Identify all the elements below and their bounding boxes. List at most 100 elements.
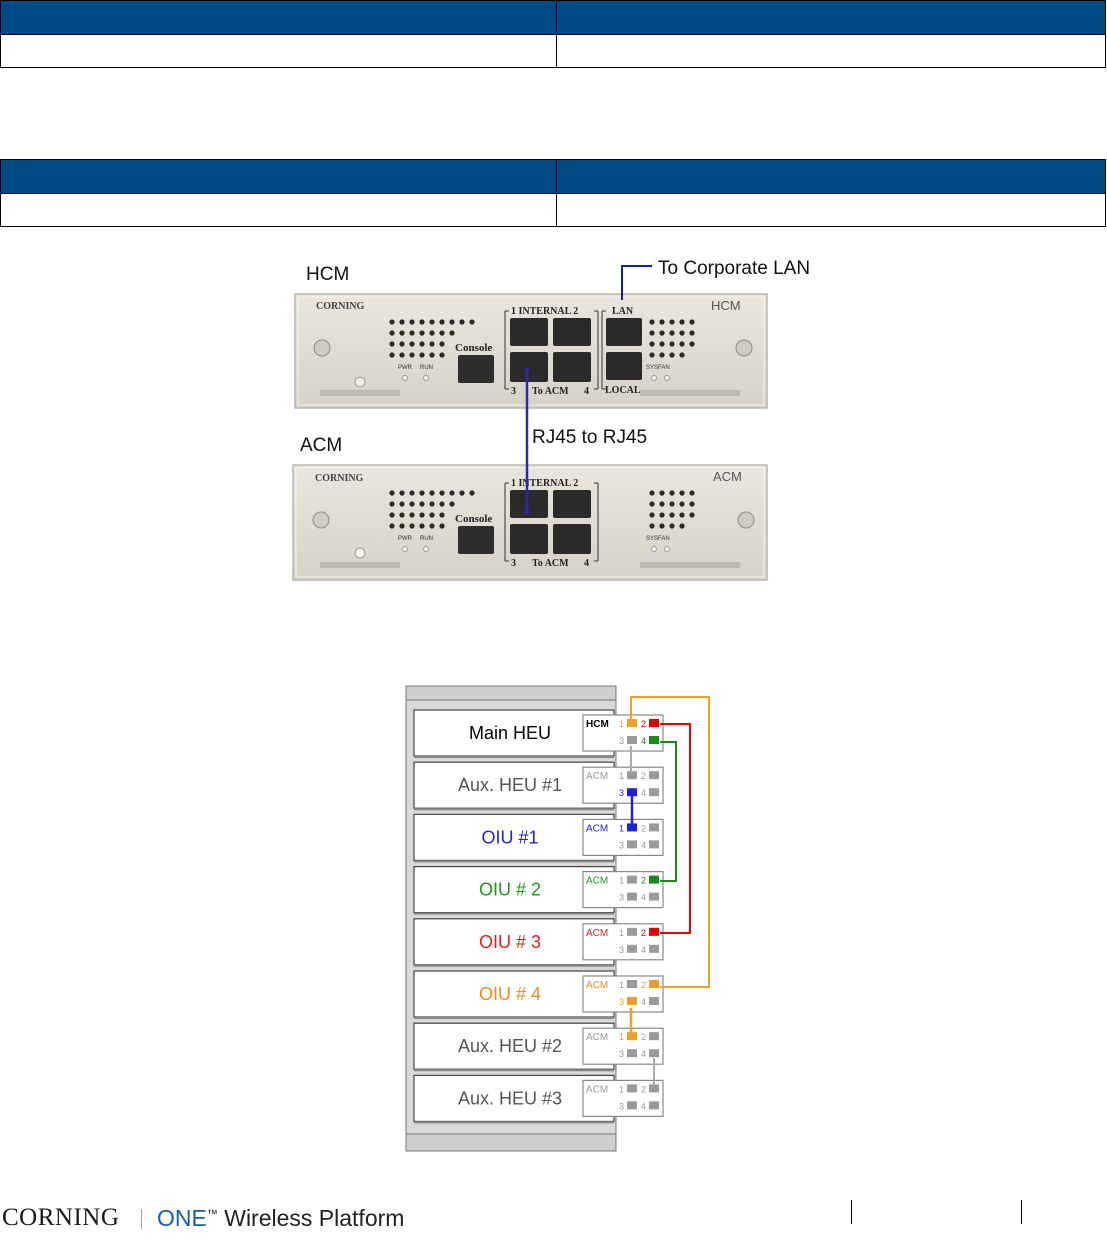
port-number-label: 2 (641, 876, 646, 886)
run-led-label: RUN (420, 536, 433, 542)
port-square (649, 1101, 659, 1110)
port-4-label: 4 (584, 558, 589, 569)
rack-top-rail (405, 685, 617, 701)
port-3-label: 3 (511, 386, 516, 397)
screw-icon (735, 339, 753, 357)
footer-divider (851, 1200, 852, 1224)
table-2-header-cell-2 (556, 159, 1106, 194)
port-square (649, 736, 659, 744)
port-square (649, 927, 659, 936)
to-acm-label: To ACM (532, 386, 569, 397)
port-square (649, 892, 659, 901)
rack-unit-name: Aux. HEU #2 (458, 1036, 562, 1056)
rj45-port (510, 524, 548, 554)
port-number-label: 2 (641, 771, 646, 781)
module-box (582, 870, 664, 909)
pwr-led-label: PWR (398, 365, 413, 371)
port-square (649, 1049, 659, 1058)
rack-unit-name: Aux. HEU #1 (458, 775, 562, 795)
corning-logo: CORNING (2, 1204, 120, 1231)
rack-unit-name: OIU # 4 (479, 984, 541, 1004)
rj45-port (553, 318, 591, 346)
port-number-label: 3 (619, 1049, 624, 1059)
footer-separator (141, 1209, 142, 1229)
table-1-cell-1 (0, 34, 557, 68)
led-icon (423, 546, 429, 552)
internal-label: 1 INTERNAL 2 (511, 306, 578, 317)
port-square (627, 892, 637, 901)
port-square (627, 997, 637, 1005)
vent-holes (389, 490, 475, 529)
port-number-label: 3 (619, 736, 624, 746)
port-square (649, 1084, 659, 1093)
port-number-label: 2 (641, 1084, 646, 1094)
acm-module-label: ACM (300, 435, 342, 456)
run-led-label: RUN (420, 365, 433, 371)
port-number-label: 3 (619, 840, 624, 850)
port-square (627, 840, 637, 849)
console-label: Console (455, 513, 492, 525)
table-2-header-row (0, 159, 1106, 194)
sysfan-label: SYSFAN (646, 365, 670, 371)
acm-badge-text: ACM (713, 469, 742, 484)
hcm-module-label: HCM (306, 264, 349, 285)
port-4-label: 4 (584, 386, 589, 397)
module-type-label: ACM (586, 823, 608, 834)
hcm-acm-connection-figure: HCM ACM To Corporate LAN RJ45 to RJ45 CO… (292, 258, 810, 581)
port-square (627, 1084, 637, 1093)
product-rest: Wireless Platform (217, 1205, 405, 1231)
port-3-label: 3 (511, 558, 516, 569)
rj45-port (510, 490, 548, 518)
port-square (627, 927, 637, 936)
cable-line (660, 723, 691, 934)
table-1-header-cell-1 (0, 0, 557, 35)
screw-icon (313, 339, 331, 357)
port-square (627, 1049, 637, 1058)
port-square (649, 875, 659, 884)
module-type-label: ACM (586, 1032, 608, 1043)
port-number-label: 1 (619, 1032, 624, 1042)
port-number-label: 1 (619, 771, 624, 781)
port-number-label: 1 (619, 928, 624, 938)
to-acm-label: To ACM (532, 558, 569, 569)
vent-holes (649, 319, 695, 358)
vent-holes (389, 319, 475, 358)
module-type-label: ACM (586, 1084, 608, 1095)
port-number-label: 1 (619, 719, 624, 729)
product-name: ONE™ Wireless Platform (157, 1205, 404, 1232)
led-icon (664, 546, 670, 552)
rack-unit-name: OIU #1 (481, 827, 538, 847)
port-number-label: 3 (619, 945, 624, 955)
rack-unit-box (413, 1074, 615, 1123)
port-number-label: 4 (641, 840, 646, 850)
rack-unit-box (413, 865, 615, 914)
port-number-label: 4 (641, 1101, 646, 1111)
console-port (458, 355, 494, 383)
port-square (649, 788, 659, 797)
led-icon (664, 375, 670, 381)
port-square (649, 997, 659, 1005)
console-label: Console (455, 342, 492, 354)
vent-holes (649, 490, 695, 529)
rj45-port (553, 352, 591, 382)
module-type-label: HCM (586, 719, 609, 730)
port-number-label: 2 (641, 980, 646, 990)
port-number-label: 3 (619, 893, 624, 903)
port-number-label: 1 (619, 1084, 624, 1094)
led-icon (402, 375, 408, 381)
table-2-cell-2 (556, 193, 1106, 227)
module-type-label: ACM (586, 980, 608, 991)
port-square (627, 1032, 637, 1041)
port-number-label: 2 (641, 1032, 646, 1042)
module-box (582, 975, 664, 1013)
footer: CORNING ONE™ Wireless Platform (0, 1200, 1107, 1252)
footer-divider (1021, 1200, 1022, 1224)
console-port (458, 526, 494, 554)
port-square (627, 1101, 637, 1110)
module-type-label: ACM (586, 928, 608, 939)
